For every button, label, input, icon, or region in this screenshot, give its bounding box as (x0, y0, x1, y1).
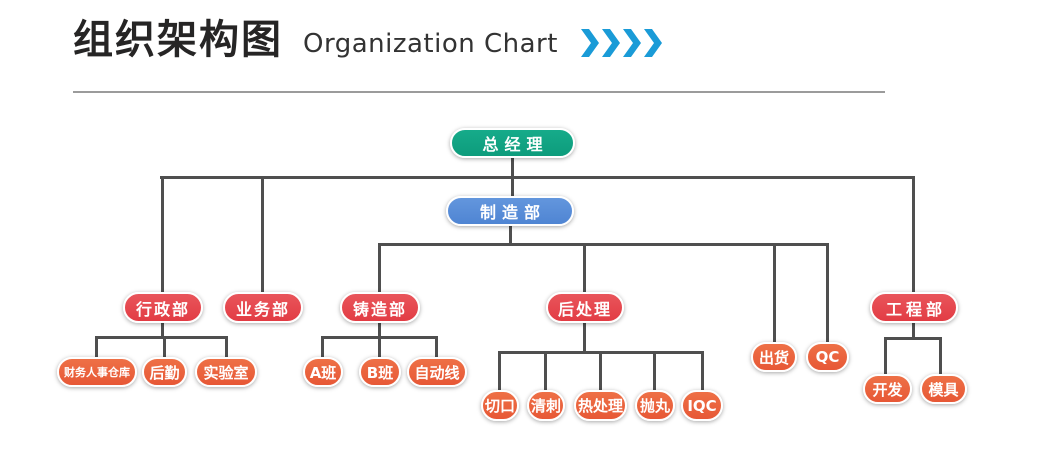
node-iqc: IQC (681, 390, 723, 421)
node-manufacturing-dept: 制造部 (446, 196, 574, 226)
header-divider (73, 91, 885, 93)
node-deburring: 清刺 (527, 390, 565, 421)
node-laboratory: 实验室 (195, 357, 257, 387)
node-qc: QC (806, 342, 849, 372)
node-post-processing: 后处理 (546, 292, 624, 323)
node-finance-hr-warehouse: 财务人事仓库 (57, 357, 137, 387)
node-casting-dept: 铸造部 (340, 292, 420, 323)
node-heat-treatment: 热处理 (574, 390, 627, 421)
node-shipping: 出货 (751, 342, 797, 372)
chevrons-icon (580, 28, 664, 62)
node-admin-dept: 行政部 (123, 292, 203, 323)
node-shot-blasting: 抛丸 (635, 390, 675, 421)
node-sales-dept: 业务部 (223, 292, 303, 323)
node-auto-line: 自动线 (407, 357, 467, 387)
node-engineering-dept: 工程部 (870, 292, 958, 323)
page-subtitle: Organization Chart (303, 29, 558, 59)
node-cutting: 切口 (481, 390, 519, 421)
node-mold: 模具 (920, 374, 967, 404)
node-logistics: 后勤 (142, 357, 187, 387)
node-development: 开发 (863, 374, 912, 404)
node-class-b: B班 (359, 357, 401, 387)
node-class-a: A班 (303, 357, 343, 387)
node-general-manager: 总经理 (450, 128, 575, 158)
header: 组织架构图 Organization Chart (73, 18, 664, 62)
page-title: 组织架构图 (73, 17, 283, 63)
